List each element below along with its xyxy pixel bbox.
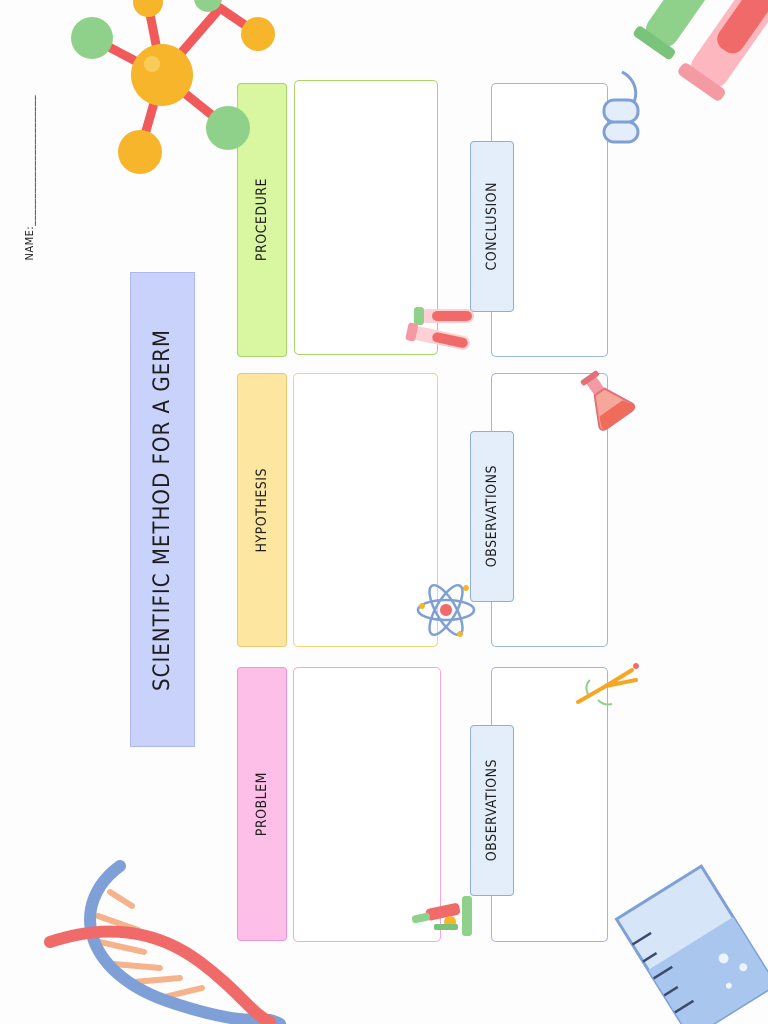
microscope-icon	[406, 892, 474, 940]
goggles-icon	[598, 70, 646, 144]
flask-icon	[572, 368, 638, 431]
problem-label: PROBLEM	[237, 667, 287, 941]
observations-label-1: OBSERVATIONS	[470, 431, 514, 602]
small-test-tubes-icon	[404, 305, 476, 355]
name-line: ________________________	[22, 94, 36, 226]
name-field[interactable]: NAME:________________________	[18, 70, 40, 285]
problem-answer-box[interactable]	[293, 667, 441, 942]
observations-label-2: OBSERVATIONS	[470, 725, 514, 896]
conclusion-label: CONCLUSION	[470, 141, 514, 312]
dna-icon	[40, 860, 286, 1024]
worksheet-title: SCIENTIFIC METHOD FOR A GERM	[150, 328, 175, 691]
tuning-fork-icon	[570, 660, 642, 712]
procedure-answer-box[interactable]	[294, 80, 438, 355]
hypothesis-label: HYPOTHESIS	[237, 373, 287, 647]
hypothesis-answer-box[interactable]	[293, 373, 438, 647]
worksheet-title-band: SCIENTIFIC METHOD FOR A GERM	[130, 272, 195, 747]
beaker-icon	[606, 864, 768, 1024]
name-label: NAME:	[22, 225, 36, 261]
test-tubes-icon	[614, 0, 768, 120]
molecule-icon	[60, 0, 275, 185]
atom-icon	[414, 578, 478, 642]
